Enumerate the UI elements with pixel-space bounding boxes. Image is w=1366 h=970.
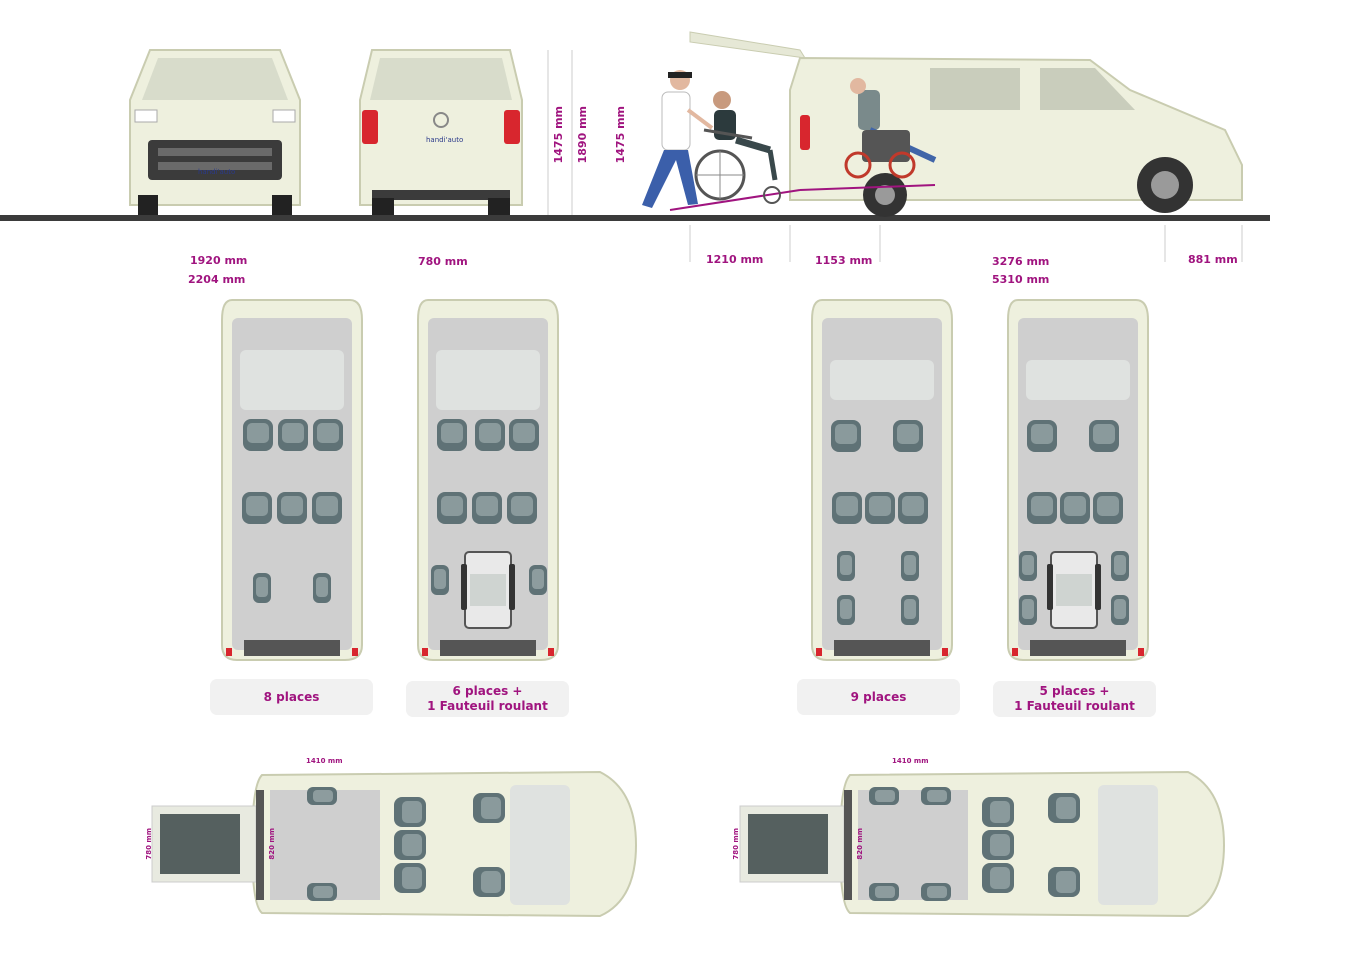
height-label-1: 1475 mm — [552, 106, 565, 164]
top-view-5-places-wheelchair — [1007, 299, 1149, 661]
front-overhang-label: 881 mm — [1188, 253, 1238, 266]
wheelbase-label: 3276 mm — [992, 255, 1050, 268]
config-card-line2: 1 Fauteuil roulant — [1014, 699, 1135, 713]
config-card-8-places: 8 places — [210, 679, 373, 715]
total-length-label: 5310 mm — [992, 273, 1050, 286]
rear-overhang-label: 1153 mm — [815, 254, 873, 267]
rear-door-width-label: 780 mm — [418, 255, 468, 268]
config-card-6-places-wheelchair: 6 places + 1 Fauteuil roulant — [406, 681, 569, 717]
right-plan-door-width-label: 820 mm — [856, 828, 864, 860]
rear-view — [359, 49, 573, 215]
bottom-plan-left — [151, 770, 638, 918]
right-plan-ramp-width-label: 780 mm — [732, 828, 740, 860]
config-card-line1: 8 places — [263, 689, 320, 704]
left-plan-door-width-label: 820 mm — [268, 828, 276, 860]
left-plan-ramp-width-label: 780 mm — [145, 828, 153, 860]
top-view-8-places — [221, 299, 363, 661]
brand-logo-rear: handi'auto — [426, 136, 464, 144]
ground-line — [0, 215, 1270, 221]
bottom-plan-right — [739, 770, 1226, 918]
config-card-line1: 6 places + — [452, 684, 523, 698]
height-label-2: 1890 mm — [576, 106, 589, 164]
side-view — [642, 31, 1243, 262]
height-label-3: 1475 mm — [614, 106, 627, 164]
front-view — [129, 49, 301, 215]
ramp-length-label: 1210 mm — [706, 253, 764, 266]
config-card-line2: 1 Fauteuil roulant — [427, 699, 548, 713]
top-view-6-places-wheelchair — [417, 299, 559, 661]
config-card-5-places-wheelchair: 5 places + 1 Fauteuil roulant — [993, 681, 1156, 717]
left-plan-interior-length-label: 1410 mm — [306, 757, 343, 765]
config-card-line1: 9 places — [850, 689, 907, 704]
config-card-line1: 5 places + — [1039, 684, 1110, 698]
front-width-label: 1920 mm — [190, 254, 248, 267]
brand-logo-front: handi'auto — [198, 168, 236, 176]
right-plan-interior-length-label: 1410 mm — [892, 757, 929, 765]
config-card-9-places: 9 places — [797, 679, 960, 715]
top-view-9-places — [811, 299, 953, 661]
mirror-width-label: 2204 mm — [188, 273, 246, 286]
